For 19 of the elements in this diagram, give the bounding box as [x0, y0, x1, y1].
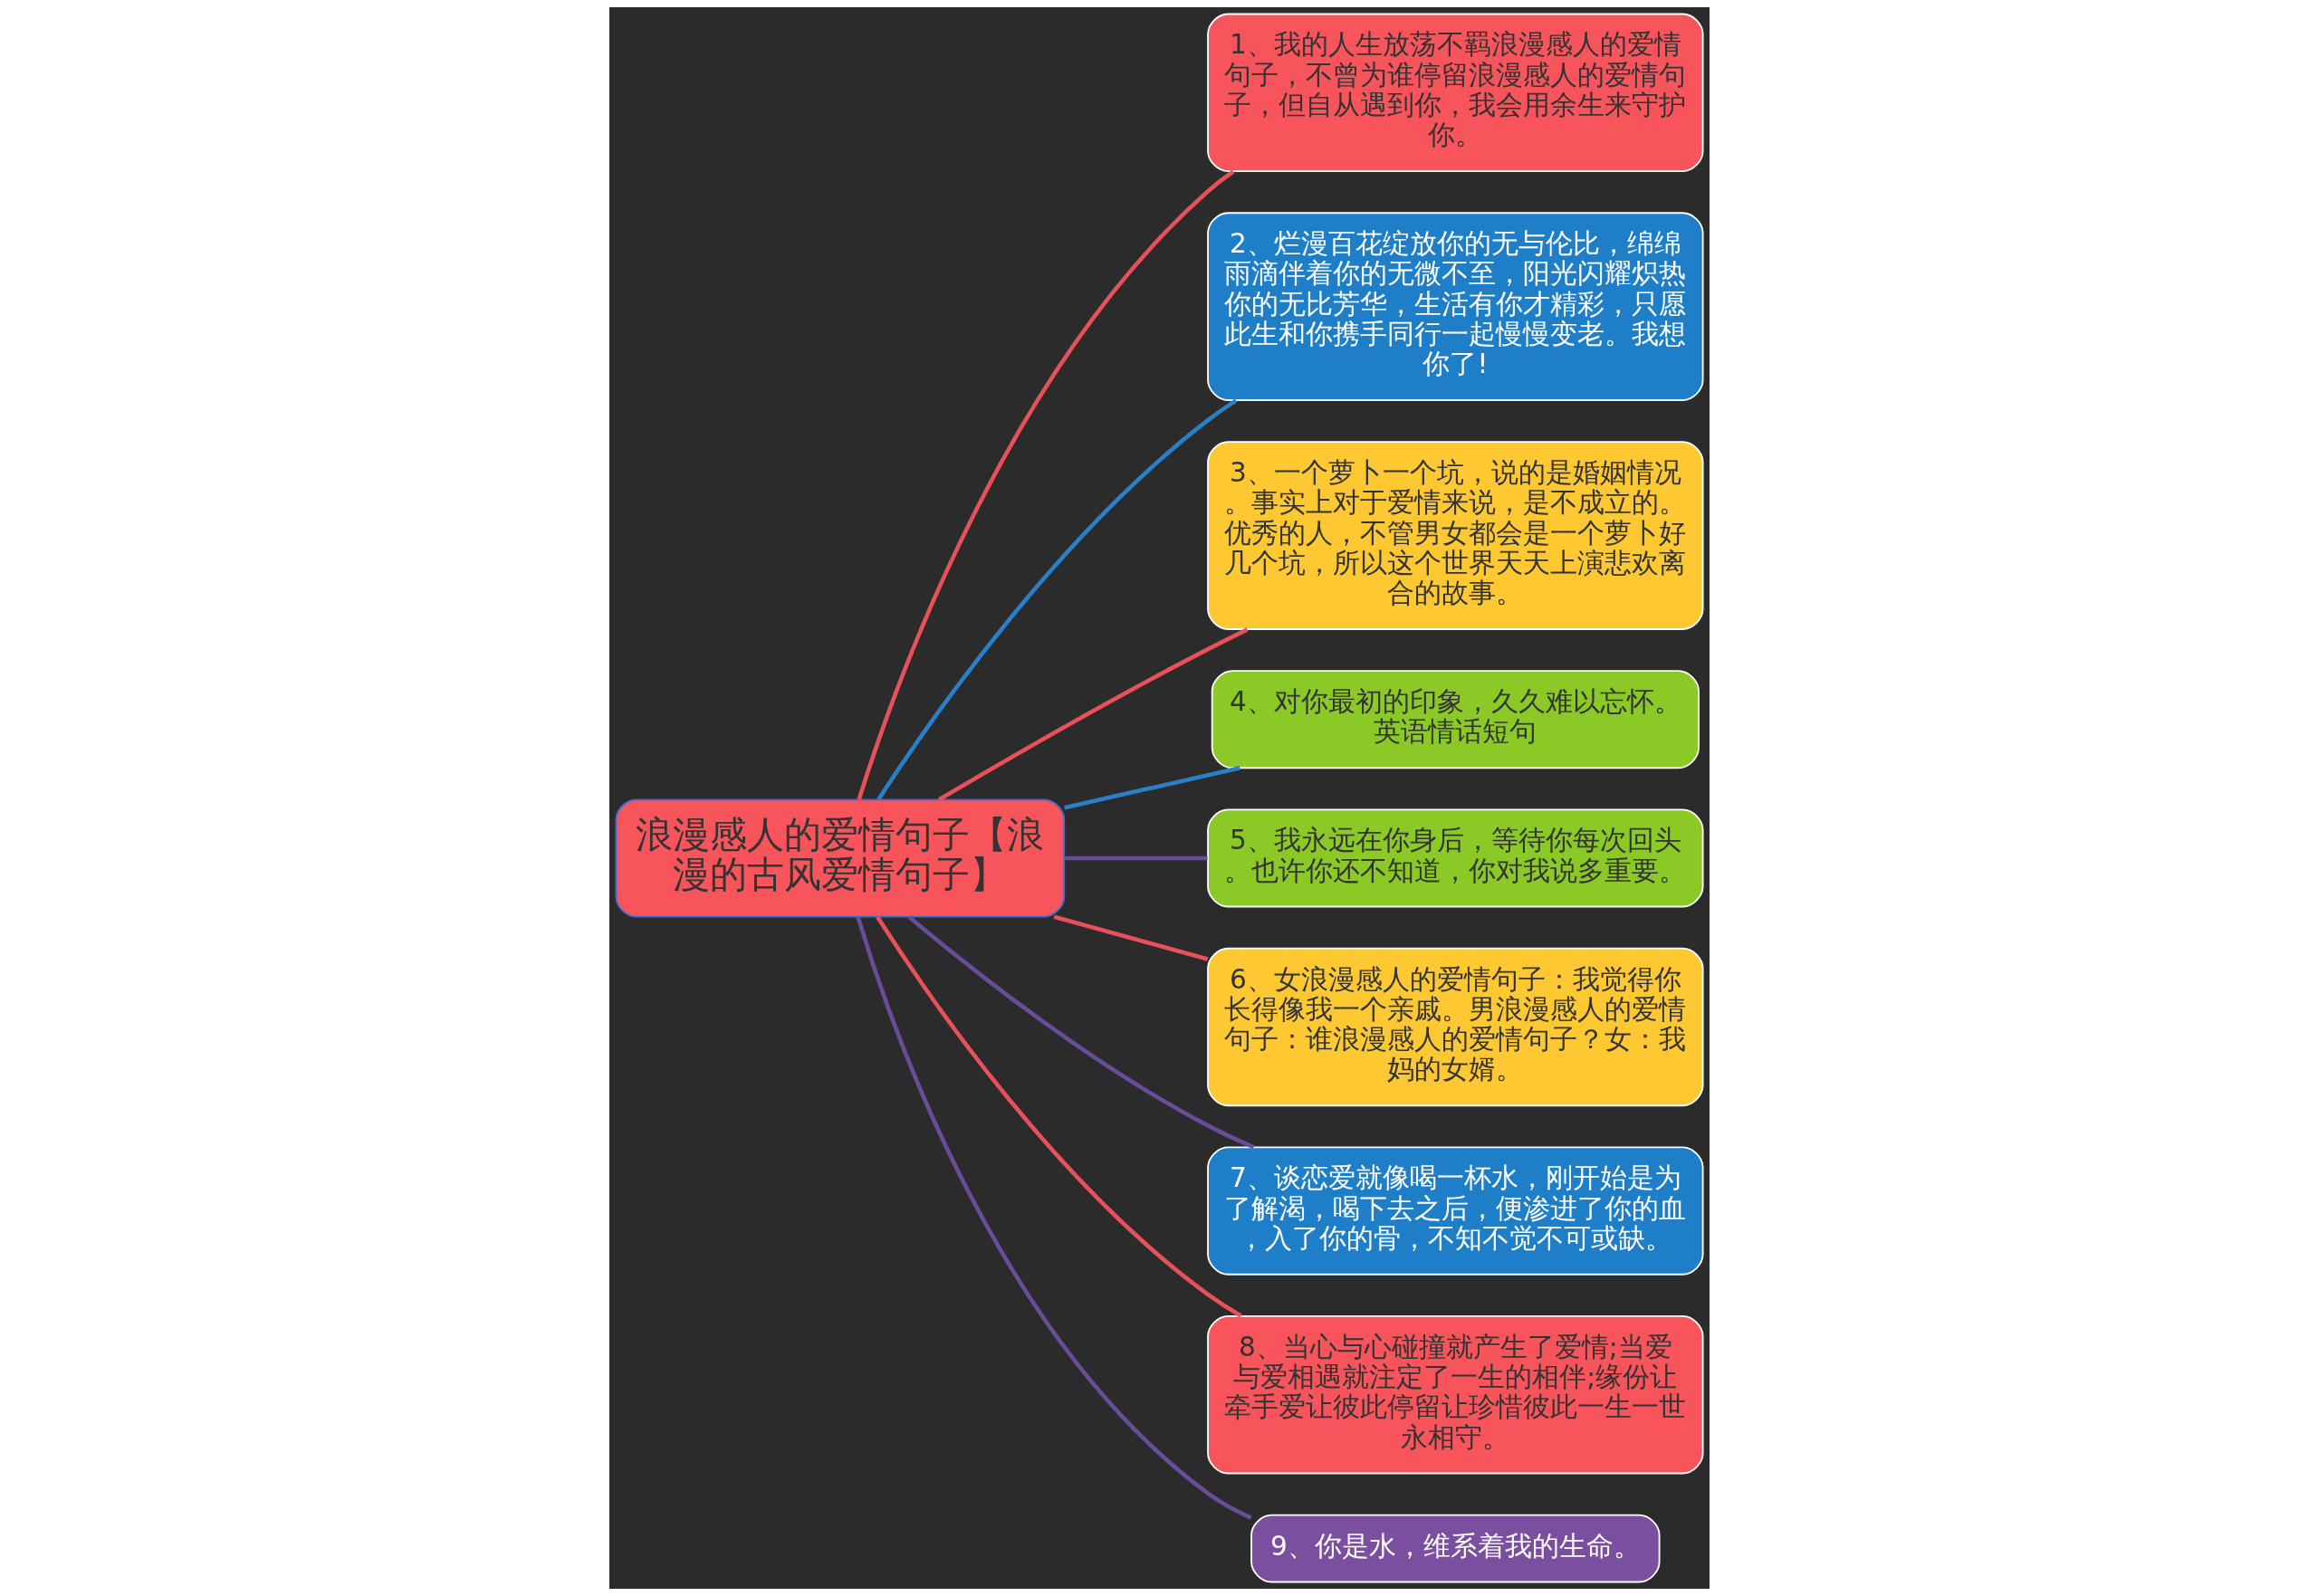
connector [1063, 766, 1240, 810]
connector [876, 398, 1237, 801]
node-box: 6、女浪漫感人的爱情句子：我觉得你长得像我一个亲戚。男浪漫感人的爱情句子：谁浪漫感人的爱情句子？女：我妈的女婿。 [1206, 947, 1704, 1107]
connector [856, 169, 1234, 801]
connector [875, 915, 1242, 1318]
connector [937, 627, 1248, 802]
connector [907, 915, 1255, 1150]
connector [1053, 914, 1208, 961]
node-box: 1、我的人生放荡不羁浪漫感人的爱情句子，不曾为谁停留浪漫感人的爱情句子，但自从遇到你，我会用余生来守护你。 [1206, 13, 1704, 172]
node-box: 4、对你最初的印象，久久难以忘怀。英语情话短句 [1211, 670, 1700, 769]
node-box: 浪漫感人的爱情句子【浪漫的古风爱情句子】 [614, 798, 1065, 918]
node-box: 7、谈恋爱就像喝一杯水，刚开始是为了解渴，喝下去之后，便渗进了你的血，入了你的骨，不知不觉不可或缺。 [1206, 1146, 1704, 1276]
node-box: 3、一个萝卜一个坑，说的是婚姻情况。事实上对于爱情来说，是不成立的。优秀的人，不管男女都会是一个萝卜好几个坑，所以这个世界天天上演悲欢离合的故事。 [1206, 441, 1704, 630]
node-box: 8、当心与心碰撞就产生了爱情;当爱与爱相遇就注定了一生的相伴;缘份让牵手爱让彼此停留让珍惜彼此一生一世永相守。 [1206, 1315, 1704, 1475]
node-box: 2、烂漫百花绽放你的无与伦比，绵绵雨滴伴着你的无微不至，阳光闪耀炽热你的无比芳华，生活有你才精彩，只愿此生和你携手同行一起慢慢变老。我想你了! [1206, 212, 1704, 401]
node-box: 5、我永远在你身后，等待你每次回头。也许你还不知道，你对我说多重要。 [1206, 808, 1704, 908]
connector [855, 916, 1252, 1520]
connector [1064, 855, 1207, 861]
node-box: 9、你是水，维系着我的生命。 [1250, 1514, 1661, 1583]
